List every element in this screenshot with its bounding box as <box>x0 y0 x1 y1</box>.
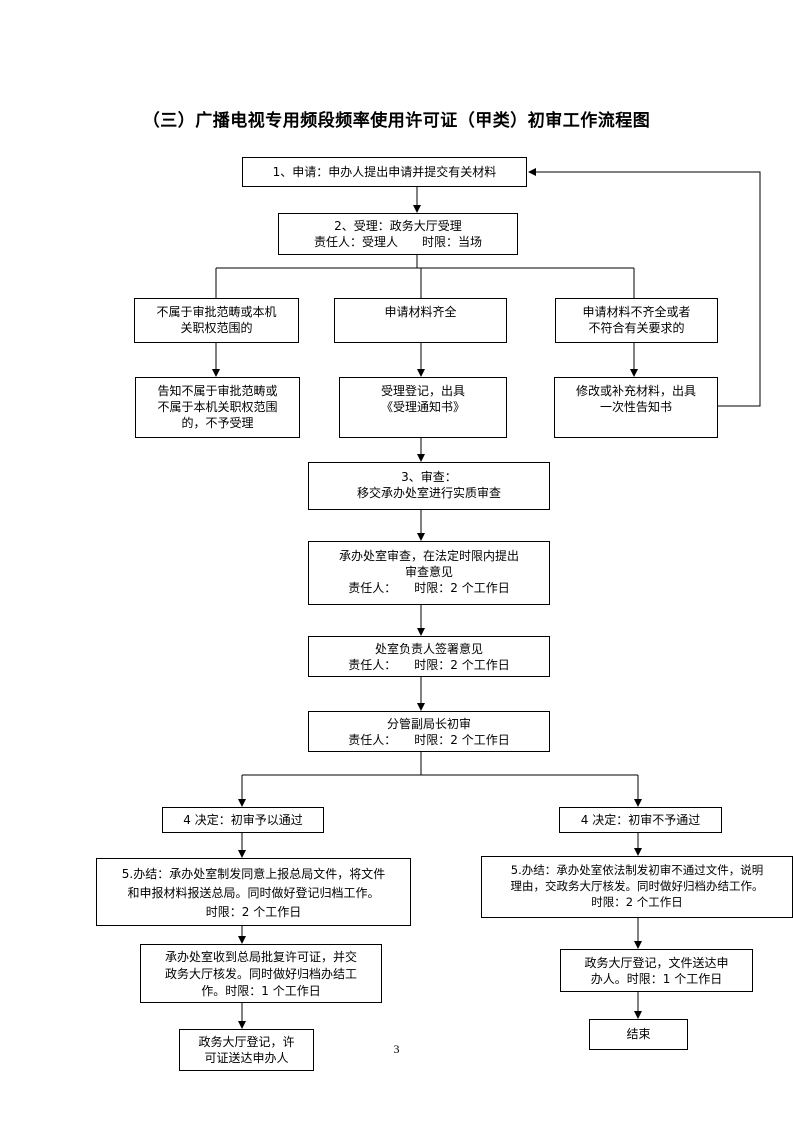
box-hall-register-pass-line: 政务大厅登记，许 <box>198 1035 295 1049</box>
box-supplement-line: 一次性告知书 <box>599 400 672 414</box>
box-supplement: 修改或补充材料，出具 一次性告知书 <box>554 377 718 438</box>
box-accept-line: 2、受理：政务大厅受理 <box>334 219 462 233</box>
box-notify-reject-line: 的，不予受理 <box>181 416 254 430</box>
box-notify-reject: 告知不属于审批范畴或 不属于本机关职权范围 的，不予受理 <box>135 377 300 438</box>
box-conclude-pass: 5.办结：承办处室制发同意上报总局文件，将文件 和申报材料报送总局。同时做好登记… <box>96 858 411 926</box>
box-dept-review: 承办处室审查，在法定时限内提出 审查意见 责任人： 时限：2 个工作日 <box>308 541 550 605</box>
box-out-of-scope-line: 不属于审批范畴或本机 <box>156 305 277 319</box>
box-receive-approval-line: 作。时限：1 个工作日 <box>201 984 321 998</box>
box-conclude-fail-line: 时限：2 个工作日 <box>591 895 683 909</box>
box-deputy-review-line: 分管副局长初审 <box>386 717 471 731</box>
box-hall-register-pass-line: 可证送达申办人 <box>204 1051 289 1065</box>
box-complete: 申请材料齐全 <box>334 298 507 343</box>
box-decision-pass-line: 4 决定：初审予以通过 <box>183 813 303 827</box>
page-title: （三）广播电视专用频段频率使用许可证（甲类）初审工作流程图 <box>142 111 651 131</box>
box-hall-register-fail-line: 政务大厅登记，文件送达申 <box>584 956 729 970</box>
box-incomplete-line: 申请材料不齐全或者 <box>582 305 691 319</box>
box-conclude-pass-line: 和申报材料报送总局。同时做好登记归档工作。 <box>127 886 380 900</box>
arrow-supplement-loop <box>528 168 761 407</box>
box-notify-reject-line: 告知不属于审批范畴或 <box>157 384 278 398</box>
box-accept: 2、受理：政务大厅受理 责任人：受理人 时限：当场 <box>278 213 518 255</box>
box-conclude-pass-line: 5.办结：承办处室制发同意上报总局文件，将文件 <box>121 867 386 881</box>
box-apply: 1、申请：申办人提出申请并提交有关材料 <box>242 157 527 187</box>
box-deputy-review: 分管副局长初审 责任人： 时限：2 个工作日 <box>308 711 550 752</box>
box-receive-approval-line: 政务大厅核发。同时做好归档办结工 <box>164 967 357 981</box>
box-notify-reject-line: 不属于本机关职权范围 <box>157 400 278 414</box>
box-conclude-fail-line: 理由，交政务大厅核发。同时做好归档办结工作。 <box>510 879 764 893</box>
box-apply-line: 1、申请：申办人提出申请并提交有关材料 <box>272 165 497 179</box>
box-register-line: 《受理通知书》 <box>380 400 465 414</box>
box-complete-line: 申请材料齐全 <box>384 305 457 319</box>
box-supplement-line: 修改或补充材料，出具 <box>575 384 696 398</box>
box-receive-approval: 承办处室收到总局批复许可证，并交 政务大厅核发。同时做好归档办结工 作。时限：1… <box>140 944 382 1003</box>
box-review-line: 3、审查： <box>401 470 457 484</box>
box-dept-review-line: 责任人： 时限：2 个工作日 <box>348 581 510 595</box>
box-deputy-review-line: 责任人： 时限：2 个工作日 <box>348 733 510 747</box>
box-end-line: 结束 <box>626 1027 651 1041</box>
box-review: 3、审查： 移交承办处室进行实质审查 <box>308 462 550 510</box>
box-register-line: 受理登记，出具 <box>380 384 465 398</box>
box-decision-pass: 4 决定：初审予以通过 <box>162 807 324 833</box>
box-accept-line: 责任人：受理人 时限：当场 <box>313 235 482 249</box>
page-number: 3 <box>393 1042 400 1056</box>
box-hall-register-fail: 政务大厅登记，文件送达申 办人。时限：1 个工作日 <box>560 949 753 992</box>
box-hall-register-pass: 政务大厅登记，许 可证送达申办人 <box>179 1029 314 1071</box>
box-incomplete-line: 不符合有关要求的 <box>588 321 685 335</box>
box-receive-approval-line: 承办处室收到总局批复许可证，并交 <box>164 950 357 964</box>
box-head-sign-line: 处室负责人签署意见 <box>374 642 483 656</box>
box-review-line: 移交承办处室进行实质审查 <box>356 486 501 500</box>
box-decision-fail: 4 决定：初审不予通过 <box>559 807 722 833</box>
box-out-of-scope-line: 关职权范围的 <box>180 321 253 335</box>
box-hall-register-fail-line: 办人。时限：1 个工作日 <box>590 972 723 986</box>
box-decision-fail-line: 4 决定：初审不予通过 <box>580 813 701 827</box>
box-dept-review-line: 承办处室审查，在法定时限内提出 <box>338 549 519 563</box>
box-register: 受理登记，出具 《受理通知书》 <box>339 377 507 438</box>
box-conclude-fail: 5.办结：承办处室依法制发初审不通过文件，说明 理由，交政务大厅核发。同时做好归… <box>481 856 793 918</box>
box-end: 结束 <box>589 1019 688 1050</box>
box-conclude-pass-line: 时限：2 个工作日 <box>205 905 302 919</box>
box-incomplete: 申请材料不齐全或者 不符合有关要求的 <box>555 298 718 343</box>
box-head-sign-line: 责任人： 时限：2 个工作日 <box>348 658 510 672</box>
box-out-of-scope: 不属于审批范畴或本机 关职权范围的 <box>134 298 299 343</box>
box-dept-review-line: 审查意见 <box>404 565 453 579</box>
box-conclude-fail-line: 5.办结：承办处室依法制发初审不通过文件，说明 <box>510 863 764 877</box>
box-head-sign: 处室负责人签署意见 责任人： 时限：2 个工作日 <box>308 636 550 677</box>
